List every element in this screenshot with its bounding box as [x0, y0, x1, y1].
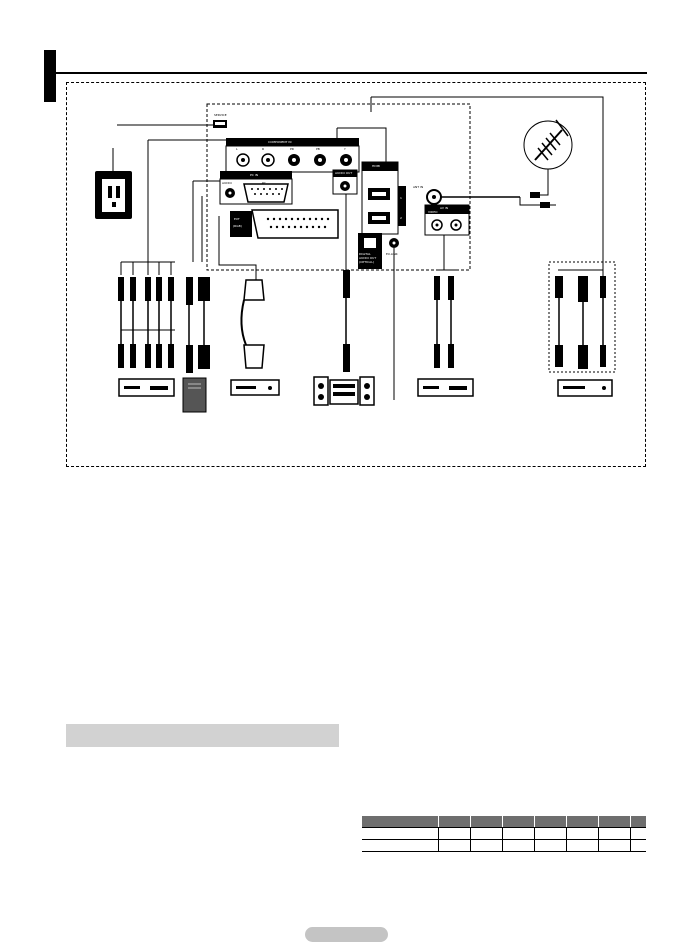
pc-label: PC — [262, 181, 266, 185]
connection-diagram-frame — [66, 82, 646, 467]
component-y-label: Y — [344, 147, 346, 151]
header-rule — [56, 72, 647, 74]
pc-in-header — [220, 171, 292, 179]
component-pb-label: PB — [316, 147, 320, 151]
component-audio-l-label: L — [236, 147, 238, 151]
vcr-icon-2 — [417, 378, 474, 397]
optical-label: DIGITAL AUDIO OUT (OPTICAL) — [359, 252, 377, 264]
ant-in-label: ANT IN — [413, 185, 424, 189]
section-marker — [44, 50, 56, 102]
pc-tower-icon — [182, 377, 207, 413]
component-audio-r-label: R — [262, 147, 265, 151]
ext-sub-label: (RGB) — [233, 224, 242, 228]
hdmi-cables — [555, 269, 606, 369]
hdmi-2-label: 2 — [400, 216, 402, 220]
page-number-badge — [305, 927, 388, 942]
vga-port — [243, 183, 289, 203]
component-cable — [118, 261, 175, 368]
table-row — [362, 827, 646, 840]
av-cable — [434, 269, 456, 368]
component-in-header — [226, 138, 359, 146]
component-pr-label: PR — [290, 147, 294, 151]
audio-system-icon — [313, 376, 375, 406]
hdmi-label: HDMI — [372, 164, 381, 168]
ext-label: EXT — [234, 217, 240, 221]
component-in-label: COMPONENT IN — [268, 140, 292, 144]
pc-cable — [186, 277, 210, 373]
spec-table — [362, 816, 646, 852]
audio-out-label: AUDIO OUT — [335, 171, 353, 175]
vcr-icon — [118, 378, 175, 397]
antenna-icon — [523, 119, 573, 170]
ex-link-label: EX-LINK — [386, 252, 398, 256]
hdmi-1-label: 1 — [400, 196, 402, 200]
component-in-block — [225, 145, 360, 173]
scart-port — [251, 209, 339, 239]
av-in-label: AV IN — [440, 206, 448, 210]
component-jacks — [236, 153, 352, 167]
set-top-box-icon — [557, 379, 613, 397]
scart-cable — [240, 279, 265, 369]
section-heading-bar — [66, 724, 339, 747]
pc-in-block — [219, 178, 293, 205]
service-label: SERVICE — [214, 113, 227, 117]
ext-label-block — [230, 211, 252, 237]
pc-in-label: PC IN — [250, 173, 258, 177]
table-row — [362, 839, 646, 852]
pc-audio-label: AUDIO — [222, 181, 232, 185]
dvd-player-icon — [230, 379, 280, 396]
tv-rear-panel — [206, 103, 471, 271]
optical-cable — [343, 270, 350, 372]
hdmi-cable-group — [548, 261, 616, 373]
table-header-row — [362, 816, 646, 828]
av-video-label: VIDEO — [428, 210, 438, 214]
connection-diagram — [95, 96, 616, 413]
